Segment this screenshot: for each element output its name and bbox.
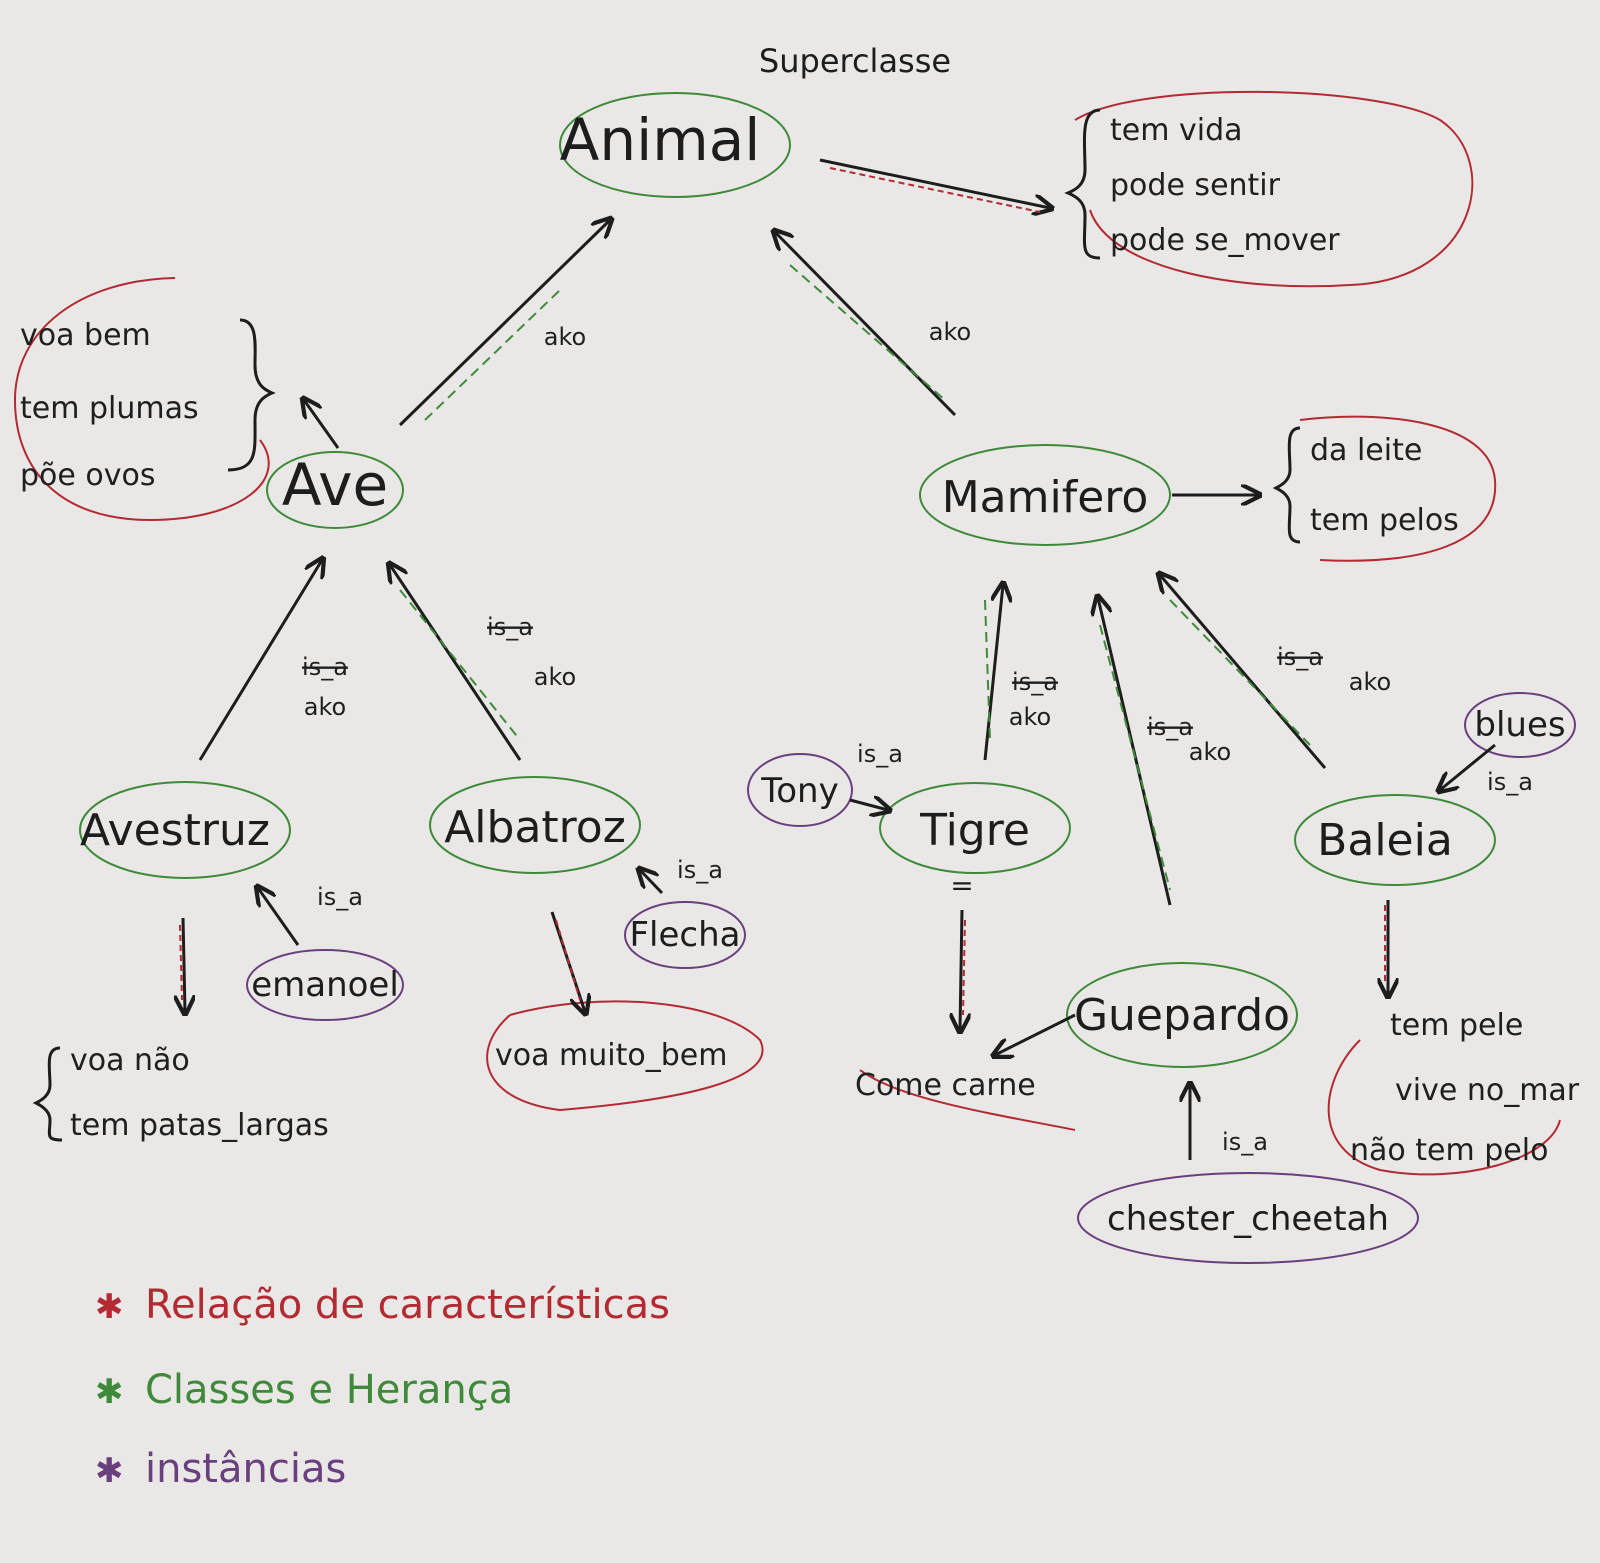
characteristic-highlights xyxy=(179,167,1386,1016)
attr-mamifero-1: da leite xyxy=(1310,433,1422,468)
legend-bullet-3: ✱ xyxy=(95,1451,124,1491)
rel-guepardo-mamifero: ako xyxy=(1189,738,1231,766)
rel-tony-tigre: is_a xyxy=(857,740,903,768)
rel-tigre-mamifero-struck: is_a xyxy=(1012,668,1058,696)
instance-flecha: Flecha xyxy=(630,915,741,955)
rel-ave-animal: ako xyxy=(544,323,586,351)
attr-animal-1: tem vida xyxy=(1110,113,1243,148)
attr-avestruz-2: tem patas_largas xyxy=(70,1108,329,1143)
node-mamifero: Mamifero xyxy=(942,472,1149,523)
rel-chester-guepardo: is_a xyxy=(1222,1128,1268,1156)
legend-bullet-1: ✱ xyxy=(95,1287,124,1327)
attr-baleia-1: tem pele xyxy=(1390,1008,1523,1043)
inheritance-highlights xyxy=(399,264,1311,891)
node-avestruz: Avestruz xyxy=(80,805,270,856)
rel-albatroz-ave-struck: is_a xyxy=(487,613,533,641)
attr-mamifero-2: tem pelos xyxy=(1310,503,1459,538)
characteristic-arrows xyxy=(183,158,1388,1055)
attr-ave-3: põe ovos xyxy=(20,458,155,493)
node-tigre: Tigre xyxy=(919,805,1030,856)
instance-outlines xyxy=(246,692,1576,1264)
attr-albatroz-1: voa muito_bem xyxy=(495,1038,727,1073)
instance-arrows xyxy=(258,743,1496,1160)
legend-item-classes: Classes e Herança xyxy=(145,1367,513,1413)
node-animal: Animal xyxy=(560,106,761,174)
attribute-braces xyxy=(32,108,1301,1142)
rel-tigre-mamifero: ako xyxy=(1009,703,1051,731)
legend-item-characteristics: Relação de características xyxy=(145,1282,670,1328)
attr-animal-3: pode se_mover xyxy=(1110,223,1340,258)
superclass-caption: Superclasse xyxy=(759,42,951,80)
instance-blues: blues xyxy=(1474,705,1565,745)
legend-bullet-2: ✱ xyxy=(95,1372,124,1412)
characteristic-outlines xyxy=(13,90,1561,1176)
rel-emanoel-avestruz: is_a xyxy=(317,883,363,911)
instance-tony: Tony xyxy=(760,771,838,811)
attr-ave-2: tem plumas xyxy=(20,391,199,426)
legend: ✱ Relação de características ✱ Classes e… xyxy=(95,1282,670,1492)
class-outlines xyxy=(79,92,1496,1068)
rel-albatroz-ave: ako xyxy=(534,663,576,691)
rel-avestruz-ave-struck: is_a xyxy=(302,653,348,681)
attr-baleia-3: não tem pelo xyxy=(1350,1133,1548,1168)
attr-animal-2: pode sentir xyxy=(1110,168,1281,203)
attr-come-carne: Come carne xyxy=(855,1068,1036,1103)
instance-chester: chester_cheetah xyxy=(1107,1199,1389,1239)
rel-blues-baleia: is_a xyxy=(1487,768,1533,796)
legend-item-instances: instâncias xyxy=(145,1446,346,1492)
rel-avestruz-ave: ako xyxy=(304,693,346,721)
instance-emanoel: emanoel xyxy=(251,965,399,1005)
rel-flecha-albatroz: is_a xyxy=(677,856,723,884)
rel-guepardo-mamifero-struck: is_a xyxy=(1147,713,1193,741)
rel-mamifero-animal: ako xyxy=(929,318,971,346)
node-guepardo: Guepardo xyxy=(1074,990,1290,1041)
tigre-equals-mark: = xyxy=(950,869,973,902)
attr-ave-1: voa bem xyxy=(20,318,151,353)
node-ave: Ave xyxy=(282,451,388,519)
attr-avestruz-1: voa não xyxy=(70,1043,190,1078)
rel-baleia-mamifero-struck: is_a xyxy=(1277,643,1323,671)
attr-baleia-2: vive no_mar xyxy=(1395,1073,1580,1108)
rel-baleia-mamifero: ako xyxy=(1349,668,1391,696)
node-baleia: Baleia xyxy=(1317,815,1453,866)
node-albatroz: Albatroz xyxy=(444,802,626,853)
